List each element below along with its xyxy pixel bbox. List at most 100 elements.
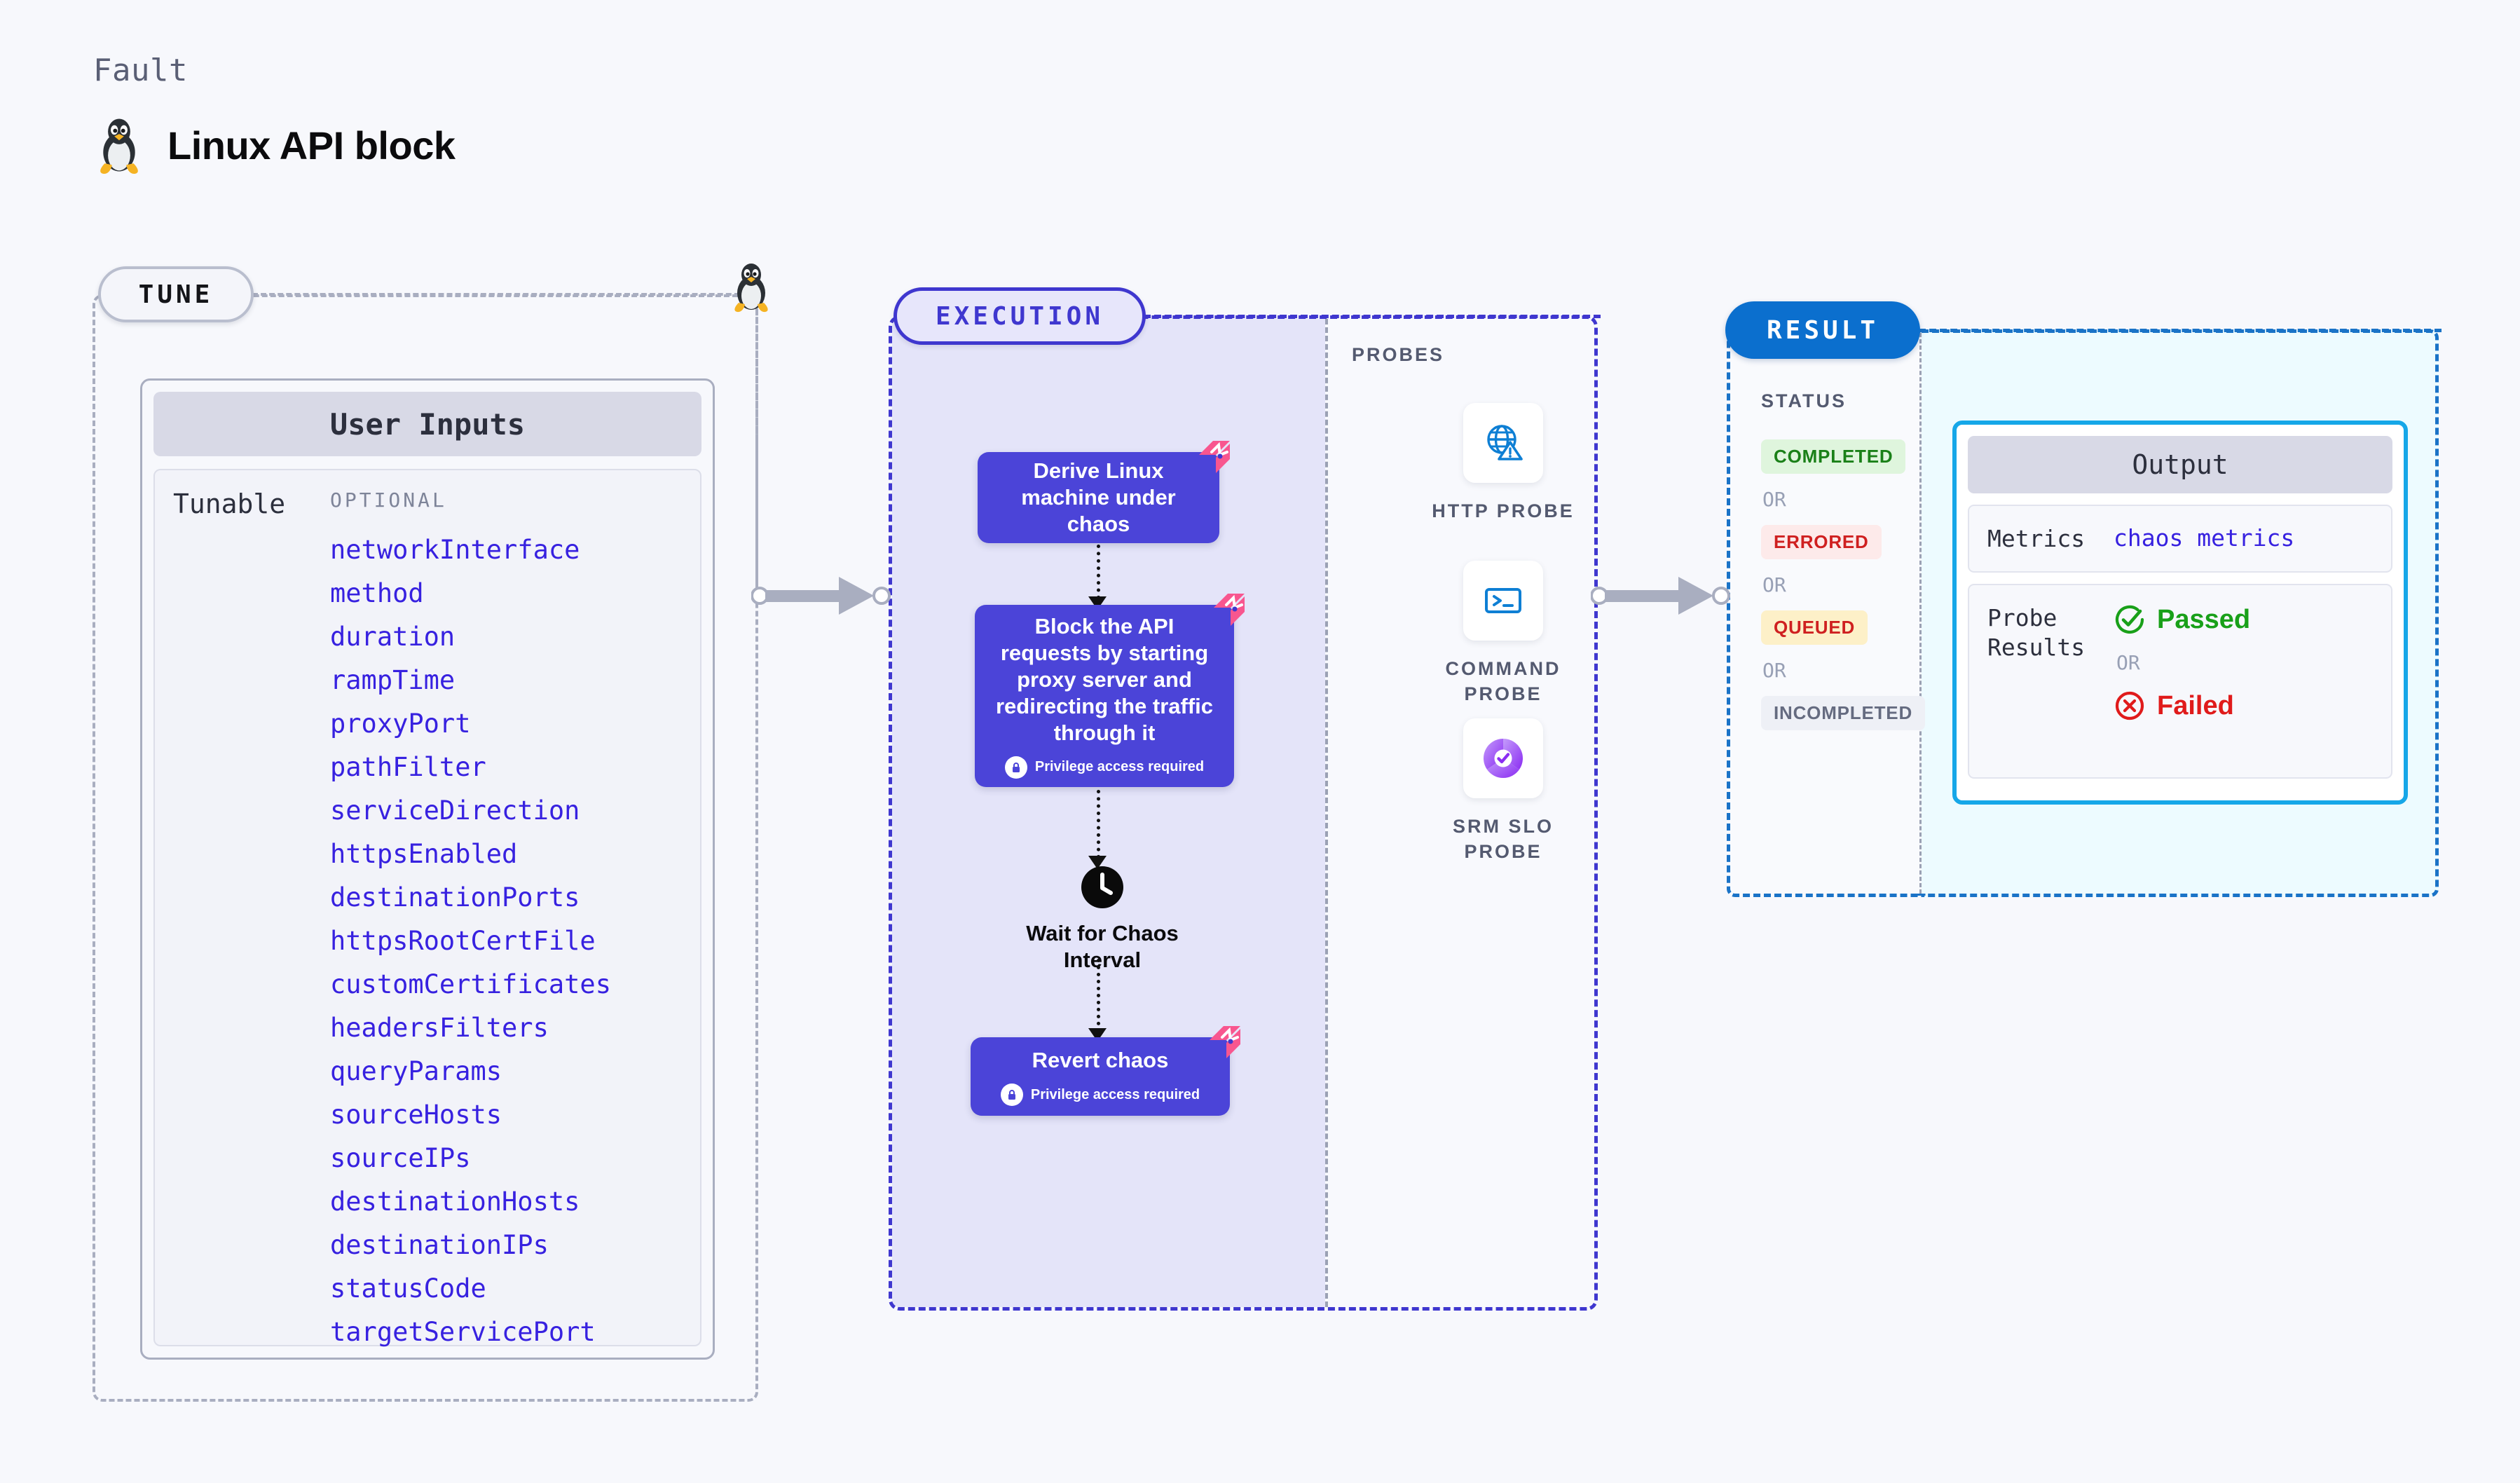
harness-badge-icon [1210,1026,1240,1058]
execution-flow-column: Derive Linux machine under chaos Block t… [892,319,1325,1307]
lock-icon [1000,1083,1023,1106]
probe-http[interactable]: HTTP PROBE [1426,403,1580,524]
status-or-2: OR [1762,573,1786,596]
status-or-1: OR [1762,488,1786,511]
slo-donut-check-icon [1483,739,1523,779]
result-pill[interactable]: RESULT [1725,301,1920,359]
status-badge-errored: ERRORED [1761,525,1882,559]
output-row-probe-results: Probe Results Passed OR Failed [1968,584,2392,779]
status-title: STATUS [1761,390,1847,411]
probe-label: COMMAND PROBE [1445,658,1561,705]
tune-pill[interactable]: TUNE [98,266,254,322]
flow-connector-3 [1097,959,1100,1032]
lock-icon [1004,756,1027,779]
user-inputs-title: User Inputs [153,392,701,456]
execution-node-label: Derive Linux machine under chaos [1021,458,1176,536]
probe-results-values: Passed OR Failed [2114,603,2250,722]
privilege-note: Privilege access required [1004,756,1205,779]
page-kicker: Fault [93,53,188,88]
probe-result-or: OR [2116,651,2140,675]
terminal-icon [1485,588,1521,613]
probes-title: PROBES [1352,344,1445,365]
param-sourceHosts[interactable]: sourceHosts [330,1100,502,1130]
linux-tux-icon [100,118,138,174]
page-title: Linux API block [167,123,456,168]
param-targetServicePort[interactable]: targetServicePort [330,1317,596,1347]
user-inputs-card: User Inputs Tunable OPTIONAL networkInte… [140,378,715,1360]
params-column: OPTIONAL networkInterface method duratio… [330,488,700,1345]
param-customCertificates[interactable]: customCertificates [330,969,611,999]
status-divider [1919,333,1922,894]
execution-node-revert[interactable]: Revert chaos Privilege access required [971,1026,1240,1116]
param-destinationHosts[interactable]: destinationHosts [330,1187,580,1217]
param-rampTime[interactable]: rampTime [330,665,456,695]
arrow-execution-to-result [1591,577,1730,615]
param-sourceIPs[interactable]: sourceIPs [330,1143,471,1173]
output-row-metrics: Metrics chaos metrics [1968,505,2392,573]
privilege-note-label: Privilege access required [1034,759,1205,775]
param-statusCode[interactable]: statusCode [330,1273,486,1304]
execution-node-wait[interactable]: Wait for Chaos Interval [1001,866,1204,973]
probes-column: PROBES HTTP PROBE [1325,319,1594,1307]
param-queryParams[interactable]: queryParams [330,1056,502,1086]
probe-result-passed-label: Passed [2157,604,2251,634]
probe-label: HTTP PROBE [1432,500,1575,521]
probe-result-failed-label: Failed [2157,690,2234,720]
execution-flow: Derive Linux machine under chaos Block t… [892,319,1325,1307]
param-httpsRootCertFile[interactable]: httpsRootCertFile [330,926,596,956]
probe-label: SRM SLO PROBE [1452,816,1554,863]
flow-connector-1 [1097,545,1100,599]
check-circle-icon [2115,606,2144,634]
arrow-tune-to-execution [751,577,891,615]
execution-node-derive[interactable]: Derive Linux machine under chaos [978,441,1230,543]
probe-result-passed: Passed [2114,603,2250,636]
probe-result-failed: Failed [2114,690,2250,722]
execution-node-label: Block the API requests by starting proxy… [995,614,1214,745]
status-column: STATUS COMPLETED OR ERRORED OR QUEUED OR… [1727,329,1926,897]
probe-srm-slo[interactable]: SRM SLO PROBE [1426,718,1580,865]
param-destinationIPs[interactable]: destinationIPs [330,1230,549,1260]
param-proxyPort[interactable]: proxyPort [330,709,471,739]
tune-connector-vline [755,293,758,587]
param-serviceDirection[interactable]: serviceDirection [330,795,580,826]
param-method[interactable]: method [330,578,424,608]
execution-panel: Derive Linux machine under chaos Block t… [889,315,1598,1311]
param-duration[interactable]: duration [330,622,456,652]
param-headersFilters[interactable]: headersFilters [330,1013,549,1043]
param-httpsEnabled[interactable]: httpsEnabled [330,839,518,869]
x-circle-icon [2115,692,2144,720]
probe-command[interactable]: COMMAND PROBE [1426,561,1580,707]
status-badge-completed: COMPLETED [1761,439,1906,474]
execution-node-block-api[interactable]: Block the API requests by starting proxy… [975,594,1245,787]
execution-node-label: Wait for Chaos Interval [1026,921,1179,972]
execution-connector-line [1144,315,1601,318]
page-title-row: Linux API block [93,116,456,175]
output-metrics-value[interactable]: chaos metrics [2114,524,2295,552]
status-badge-incompleted: INCOMPLETED [1761,696,1926,730]
probe-icon-box [1463,718,1543,798]
flow-arrowhead-2 [1088,856,1107,869]
tunable-label: Tunable [173,488,286,519]
output-title: Output [1968,436,2392,493]
output-probe-key: Probe Results [1987,604,2086,661]
harness-badge-icon [1214,594,1245,626]
tunable-column: Tunable [155,488,330,1345]
param-networkInterface[interactable]: networkInterface [330,535,580,565]
output-card: Output Metrics chaos metrics Probe Resul… [1952,421,2408,805]
globe-warning-icon [1487,425,1523,460]
user-inputs-body: Tunable OPTIONAL networkInterface method… [153,469,701,1346]
status-or-3: OR [1762,659,1786,682]
param-pathFilter[interactable]: pathFilter [330,752,486,782]
output-metrics-key: Metrics [1987,525,2086,552]
execution-pill[interactable]: EXECUTION [893,287,1146,345]
param-destinationPorts[interactable]: destinationPorts [330,882,580,913]
result-connector-line [1919,329,2442,332]
probe-icon-box [1463,403,1543,483]
probe-icon-box [1463,561,1543,641]
status-list: COMPLETED OR ERRORED OR QUEUED OR INCOMP… [1761,439,1926,730]
linux-tux-icon-connector [734,264,768,313]
flow-connector-2 [1097,790,1100,859]
clock-icon [1081,866,1123,908]
status-badge-queued: QUEUED [1761,610,1868,645]
